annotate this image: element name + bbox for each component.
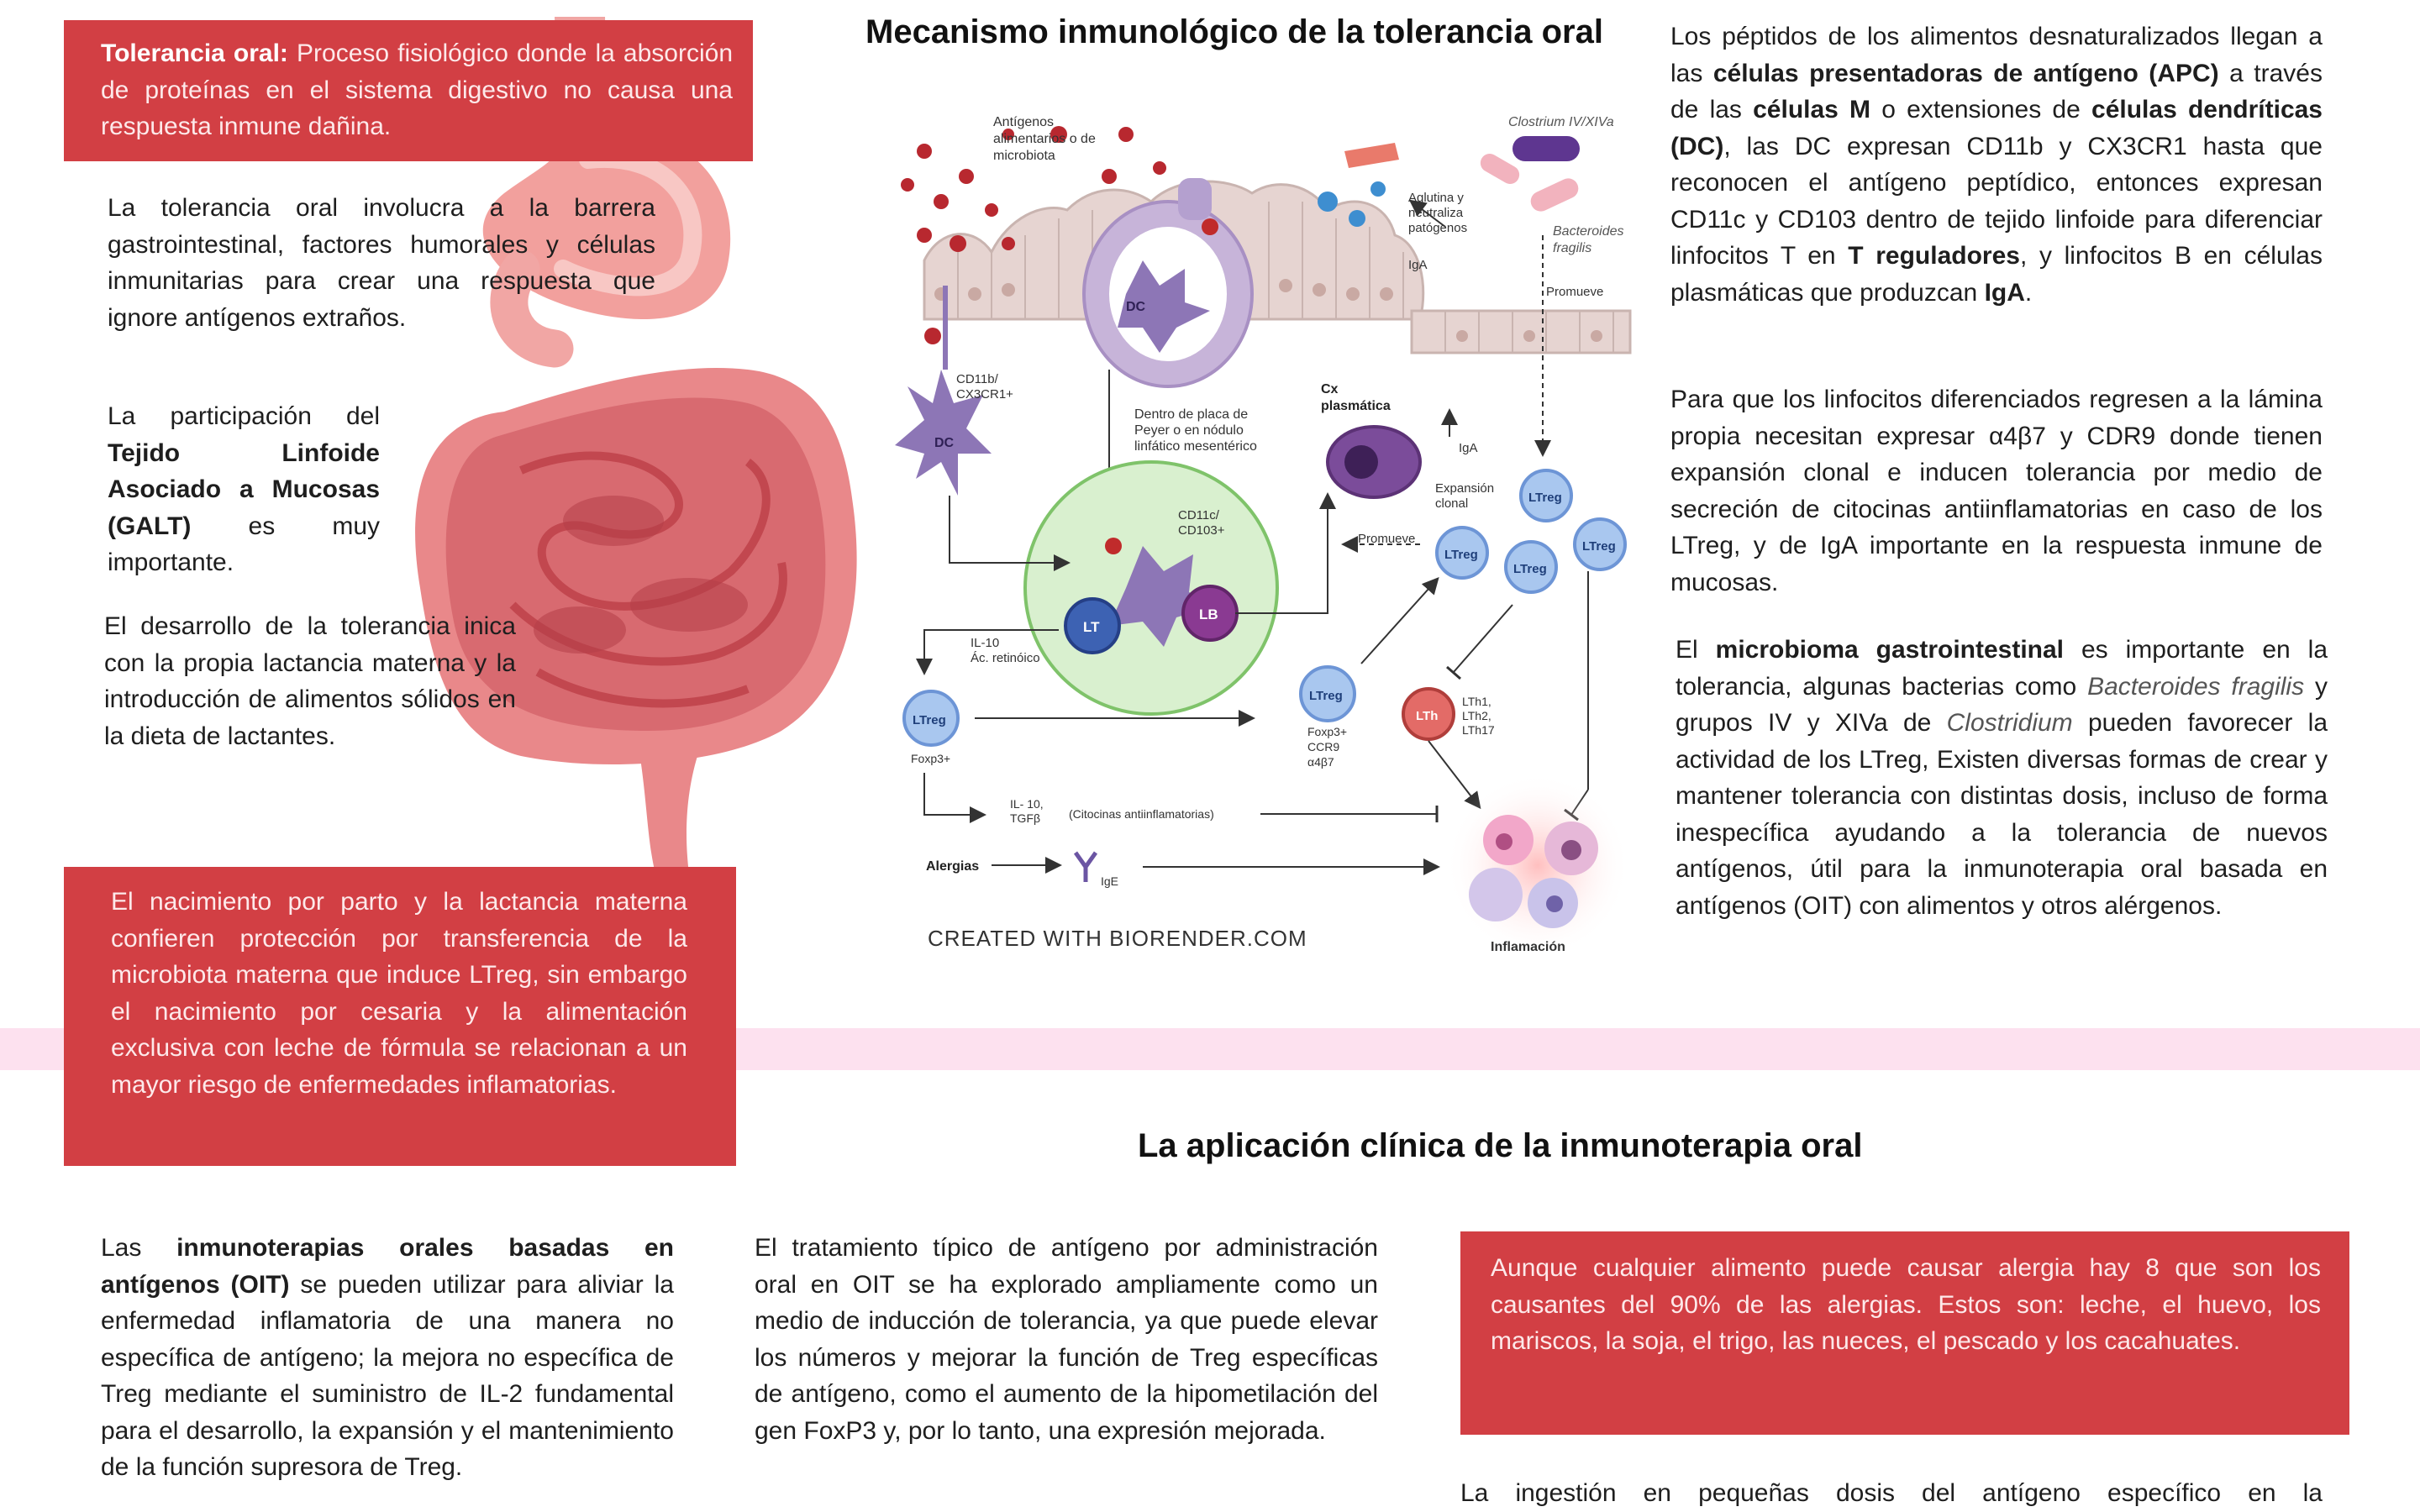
inflammation-label: Inflamación <box>1491 940 1565 954</box>
definition-text: Proceso fisiológico donde la absorción d… <box>101 39 733 140</box>
lth-types-label: LTh1, LTh2, LTh17 <box>1462 695 1495 737</box>
ltreg-cluster: LTreg LTreg LTreg LTreg <box>1435 469 1627 594</box>
cytokines-label: IL- 10, TGFβ <box>1010 797 1047 825</box>
ltreg-markers-label: Foxp3+ CCR9 α4β7 <box>1307 725 1350 769</box>
lth-cell <box>1402 687 1455 741</box>
intro-paragraph-2: La participación del Tejido Linfoide Aso… <box>108 398 380 581</box>
ltreg-cell-left <box>902 690 960 747</box>
definition-box: Tolerancia oral: Proceso fisiológico don… <box>64 20 753 161</box>
iga-label-mid: IgA <box>1459 441 1478 455</box>
definition-term: Tolerancia oral: <box>101 39 288 67</box>
promueve-label-top: Promueve <box>1546 285 1603 299</box>
microbiome-paragraph: El microbioma gastrointestinal es import… <box>1676 636 2328 920</box>
intestinal-epithelium <box>923 180 1632 354</box>
allergy-foods-text: Aunque cualquier alimento puede causar a… <box>1491 1254 2321 1355</box>
antigens-label: Antígenos alimentarios o de microbiota <box>993 115 1099 163</box>
intro-paragraph-1: La tolerancia oral involucra a la barrer… <box>108 194 655 332</box>
svg-text:LTreg: LTreg <box>1528 491 1562 505</box>
svg-text:LT: LT <box>1083 619 1100 635</box>
bacteria-group <box>1318 136 1580 227</box>
intro-paragraph-3: El desarrollo de la tolerancia inica con… <box>104 612 516 750</box>
cx-plasma-label: Cx plasmática <box>1321 382 1391 413</box>
lamina-propria-paragraph: Para que los linfocitos diferenciados re… <box>1670 386 2323 596</box>
apc-paragraph: Los péptidos de los alimentos desnatural… <box>1670 23 2323 307</box>
agglutinate-label: Aglutina y neutraliza patógenos <box>1408 191 1467 235</box>
mechanism-diagram: DC Antígenos alimentarios o de microbiot… <box>895 115 1632 958</box>
oral-antigen-paragraph: El tratamiento típico de antígeno por ad… <box>755 1234 1378 1445</box>
svg-text:LTh: LTh <box>1416 709 1438 723</box>
antigen-particles <box>901 126 1166 344</box>
dc-label-top: DC <box>1126 300 1146 314</box>
ige-antibody <box>1073 851 1098 882</box>
svg-text:LTreg: LTreg <box>913 713 946 727</box>
ltreg-cell-center <box>1299 665 1356 722</box>
foxp3-label: Foxp3+ <box>911 752 950 765</box>
biorender-credit: CREATED WITH BIORENDER.COM <box>928 926 1307 951</box>
svg-text:LTreg: LTreg <box>1513 562 1547 576</box>
iga-label-top: IgA <box>1408 258 1428 272</box>
galt-intro-text: La participación del <box>108 402 380 430</box>
promueve-label-mid: Promueve <box>1358 532 1415 546</box>
birth-info-box: El nacimiento por parto y la lactancia m… <box>64 867 736 1166</box>
dc-cell-left: DC <box>895 286 992 496</box>
il10-label: IL-10 Ác. retinóico <box>971 636 1040 665</box>
svg-text:LB: LB <box>1199 606 1218 622</box>
ingestion-paragraph: La ingestión en pequeñas dosis del antíg… <box>1460 1479 2323 1507</box>
birth-info-text: El nacimiento por parto y la lactancia m… <box>111 888 687 1099</box>
allergies-label: Alergias <box>926 859 979 874</box>
oit-paragraph: Las inmunoterapias orales basadas en ant… <box>101 1234 674 1481</box>
dc-cell-top: DC <box>1118 260 1210 353</box>
dc-receptor-label: CD11b/ CX3CR1+ <box>956 372 1013 402</box>
svg-text:LTreg: LTreg <box>1309 689 1343 703</box>
clostrium-label: Clostrium IV/XIVa <box>1508 115 1614 129</box>
peyer-label: Dentro de placa de Peyer o en nódulo lin… <box>1134 407 1257 454</box>
inflammation-glow <box>1445 773 1630 958</box>
galt-after-text: es muy importante. <box>108 512 380 577</box>
cytokines-note-label: (Citocinas antiinflamatorias) <box>1069 807 1214 821</box>
clinical-section-title: La aplicación clínica de la inmunoterapi… <box>1138 1127 1863 1164</box>
svg-text:LTreg: LTreg <box>1444 548 1478 562</box>
dc-label-left: DC <box>934 436 955 450</box>
bacteroides-label: Bacteroides fragilis <box>1553 224 1628 255</box>
digestive-system-illustration <box>415 17 857 874</box>
inflammation-cells <box>1469 815 1598 928</box>
svg-text:LTreg: LTreg <box>1582 539 1616 554</box>
expansion-label: Expansión clonal <box>1435 481 1497 511</box>
lt-cell <box>1064 597 1121 654</box>
galt-bold-text: Tejido Linfoide Asociado a Mucosas (GALT… <box>108 438 380 540</box>
mechanism-title: Mecanismo inmunológico de la tolerancia … <box>865 13 1603 50</box>
ige-label: IgE <box>1101 874 1118 888</box>
cd11c-label: CD11c/ CD103+ <box>1178 508 1225 538</box>
allergy-foods-box: Aunque cualquier alimento puede causar a… <box>1460 1231 2349 1435</box>
